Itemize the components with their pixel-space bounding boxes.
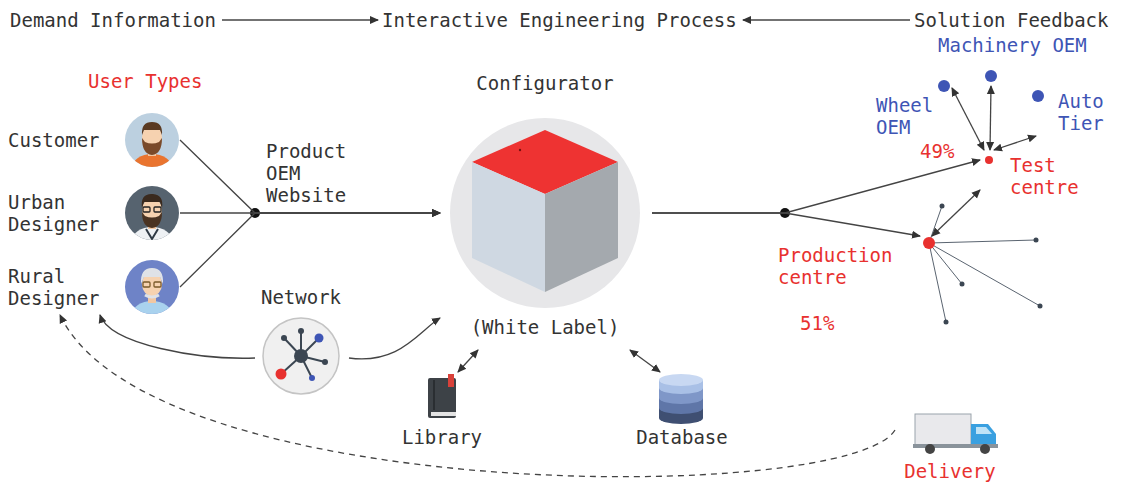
share-percent: 49% xyxy=(920,140,954,162)
test-centre: Test centre xyxy=(980,150,1084,200)
node-text: Machinery OEM xyxy=(938,34,1106,56)
node-text: Test centre xyxy=(1010,154,1082,198)
connector xyxy=(458,350,478,372)
connector xyxy=(652,213,920,236)
supplier-dots xyxy=(940,204,1043,325)
oem-node: Machinery OEM xyxy=(932,30,1110,86)
network-icon xyxy=(263,318,339,394)
library-node: Library xyxy=(400,372,486,452)
node-text: Configurator xyxy=(440,72,650,94)
connector xyxy=(743,19,910,20)
node-text: Interactive Engineering Process xyxy=(382,9,741,31)
node-text: Auto Tier xyxy=(1058,90,1108,134)
flow-step: Solution Feedback xyxy=(910,6,1115,34)
connector xyxy=(932,190,980,236)
production-centre-dot xyxy=(923,237,935,249)
node-text: Database xyxy=(636,426,728,448)
node-text: Rural Designer xyxy=(8,265,120,309)
oem-dot xyxy=(985,70,997,82)
connector xyxy=(180,140,440,213)
node-text: Demand Information xyxy=(10,9,220,31)
user-type: Customer xyxy=(8,112,180,168)
database-node: Database xyxy=(636,372,730,452)
node-text: Urban Designer xyxy=(8,191,120,235)
node-text: Customer xyxy=(8,129,120,151)
urban-designer-avatar xyxy=(125,186,179,255)
flow-step: Interactive Engineering Process xyxy=(378,6,743,34)
oem-dot xyxy=(1032,90,1044,102)
test-centre-dot xyxy=(985,156,993,164)
production-centre: Production centre xyxy=(774,236,938,296)
oem-dot xyxy=(938,80,950,92)
oem-node: Wheel OEM xyxy=(872,74,952,140)
customer-avatar xyxy=(125,113,179,182)
node-text: Delivery xyxy=(895,460,1005,482)
node-text: Solution Feedback xyxy=(914,9,1112,31)
connector xyxy=(222,19,378,20)
user-type: Rural Designer xyxy=(8,259,180,315)
node-text: Wheel OEM xyxy=(876,94,938,138)
section-heading: User Types xyxy=(88,70,202,92)
connector xyxy=(990,86,991,150)
node-text: Network xyxy=(255,286,347,308)
node-subtext: (White Label) xyxy=(440,316,650,338)
connector xyxy=(100,315,255,358)
configurator-disc xyxy=(450,118,640,308)
database-icon xyxy=(659,374,703,424)
connector xyxy=(630,350,660,372)
rural-designer-avatar xyxy=(125,260,179,329)
connector xyxy=(180,213,440,287)
delivery-node: Delivery xyxy=(895,408,1007,488)
flow-step: Demand Information xyxy=(6,6,222,34)
connector xyxy=(994,136,1036,150)
cube-mark xyxy=(519,149,521,151)
oem-node: Auto Tier xyxy=(1030,86,1112,136)
book-icon xyxy=(428,374,456,418)
network-node: Network xyxy=(255,286,349,398)
share-percent: 51% xyxy=(800,312,834,334)
cube-left xyxy=(472,162,545,292)
node-text: Library xyxy=(400,426,484,448)
configurator: Configurator (White Label) xyxy=(440,68,652,350)
connector xyxy=(652,160,980,213)
channel-label: Product OEM Website xyxy=(266,140,366,206)
dashed-connector xyxy=(60,315,895,477)
node-text: Production centre xyxy=(778,244,902,288)
truck-icon xyxy=(913,414,998,454)
connector xyxy=(952,88,984,150)
connector xyxy=(349,318,440,359)
cube-right xyxy=(545,162,618,292)
user-type: Urban Designer xyxy=(8,185,180,241)
